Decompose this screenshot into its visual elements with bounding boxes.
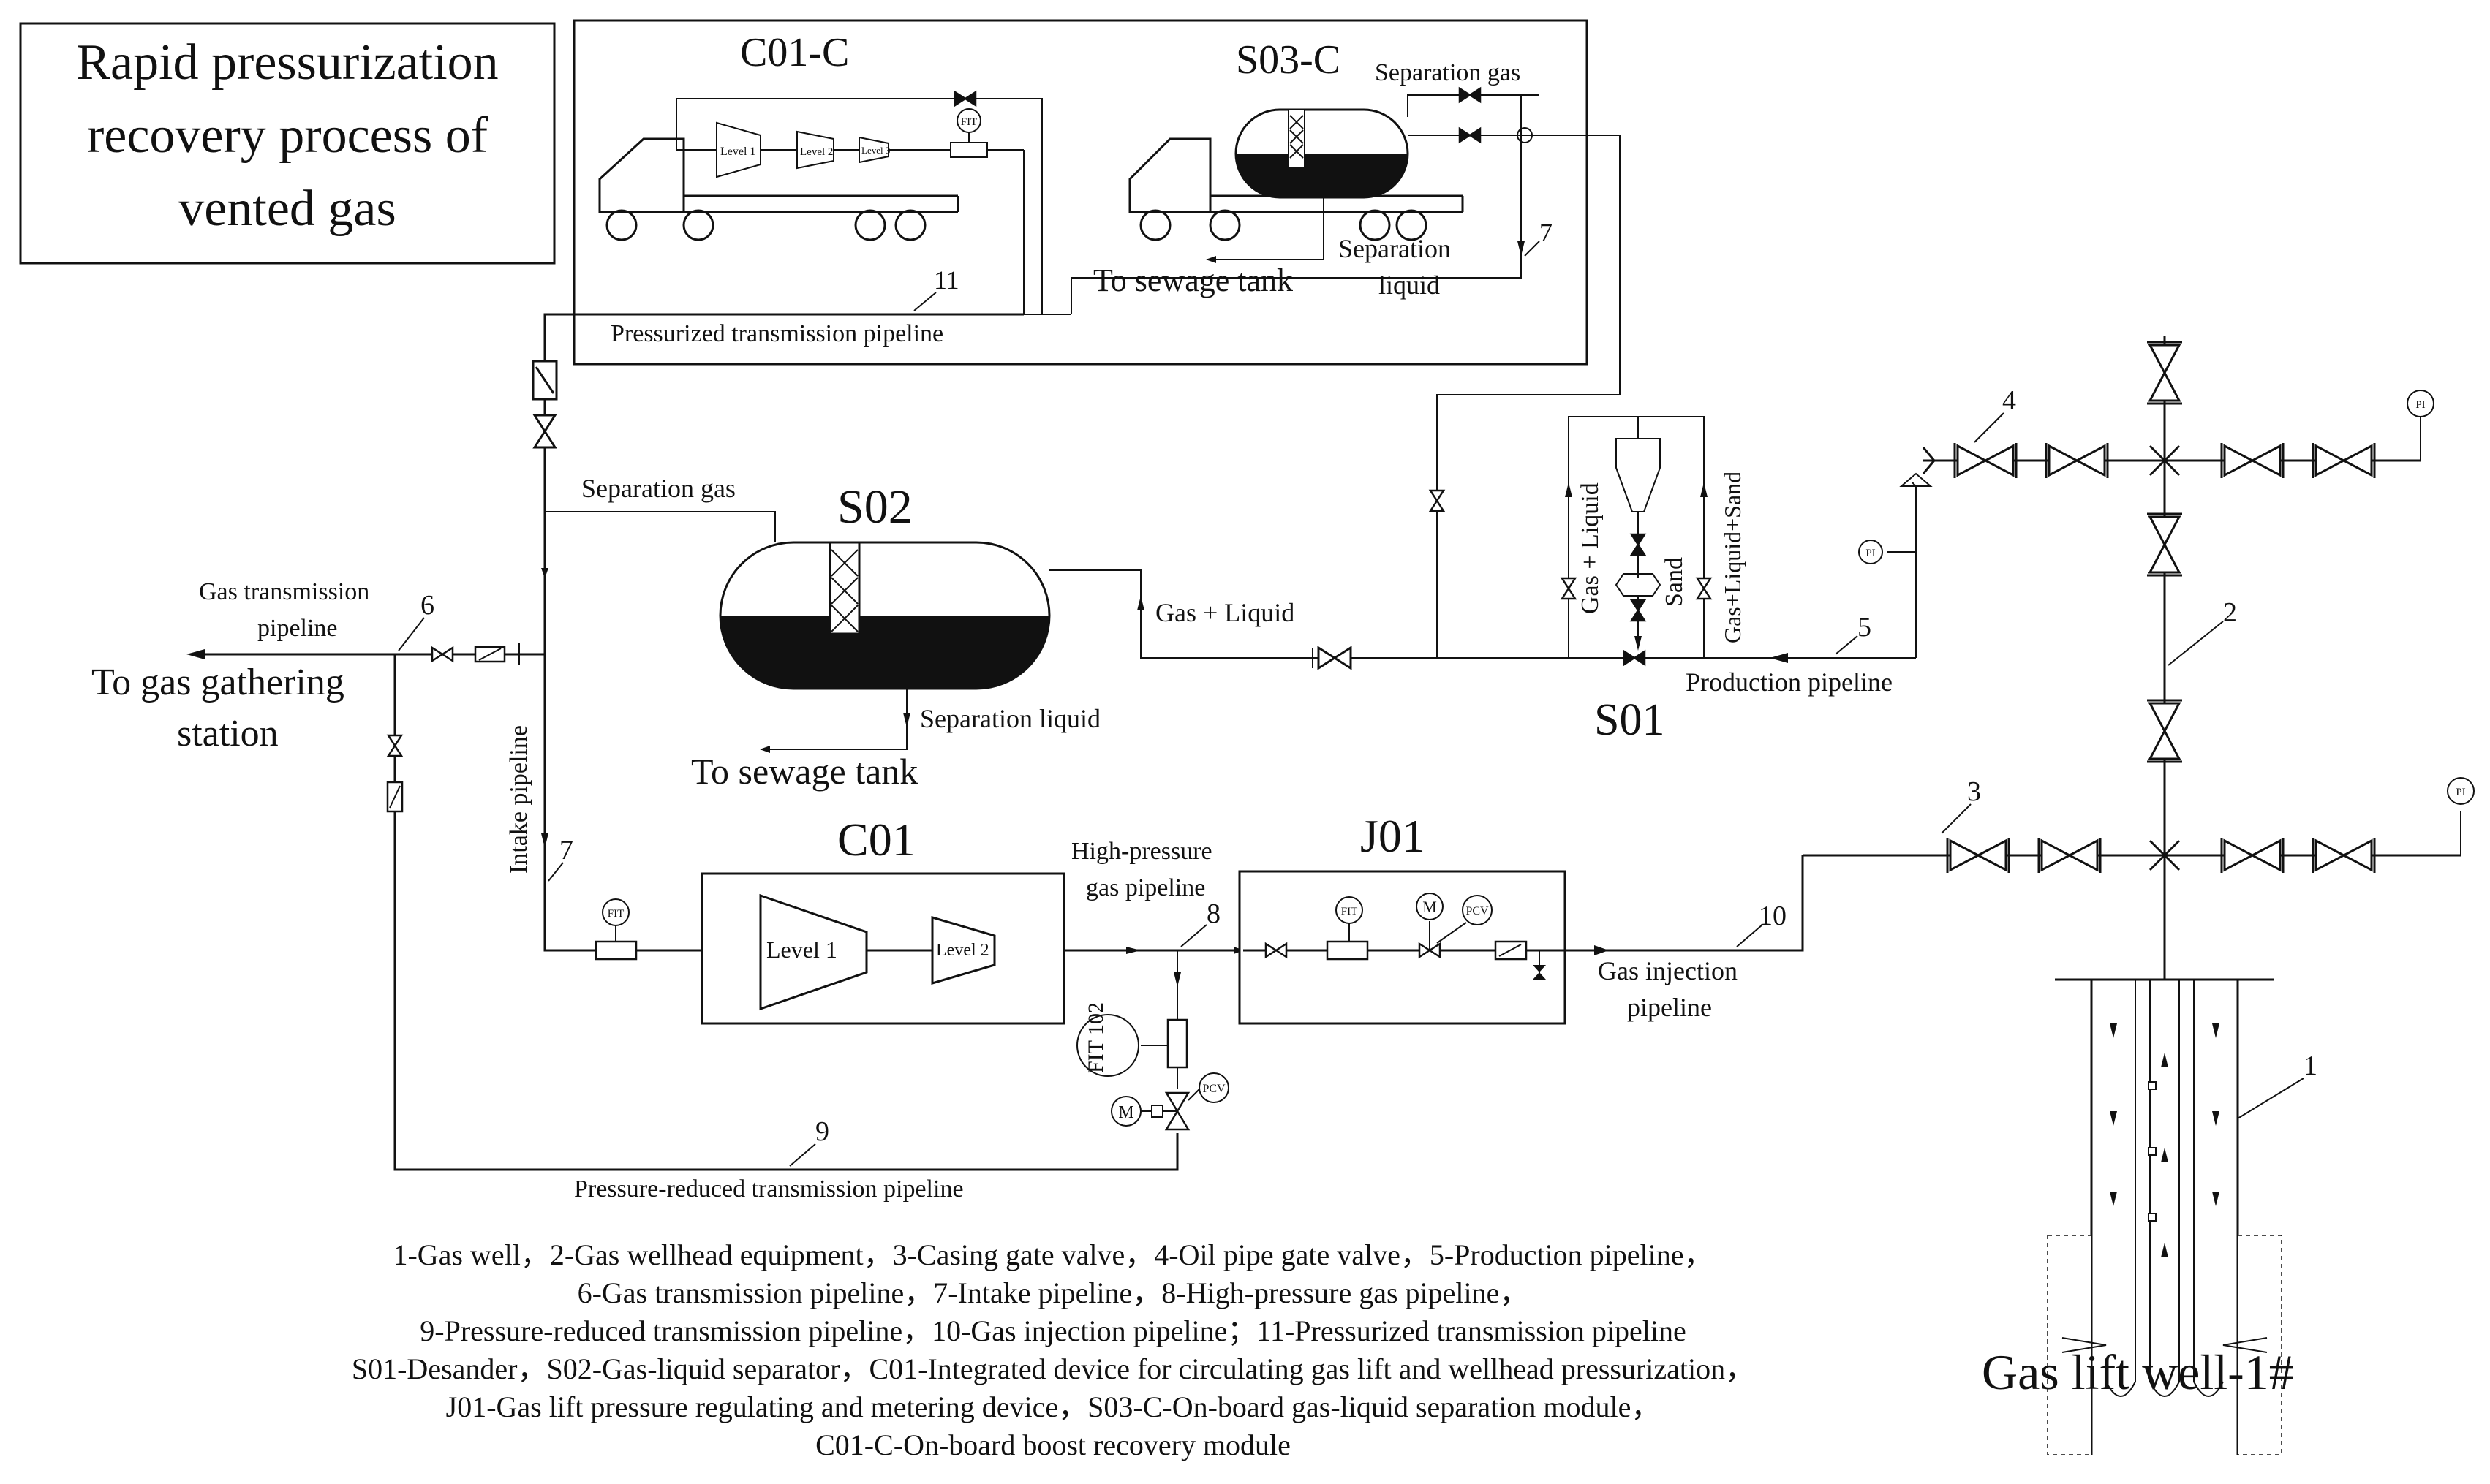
sep-liquid-top-label1: Separation — [1338, 234, 1451, 263]
pressurized-pipeline-label: Pressurized transmission pipeline — [611, 320, 943, 347]
onboard-modules-frame: C01-C Level 1 Level 2 Level 3 FIT — [573, 19, 1621, 592]
gas-lift-well-label: Gas lift well-1# — [1982, 1344, 2294, 1400]
legend-line-5: J01-Gas lift pressure regulating and met… — [446, 1390, 1661, 1423]
number-7-intake: 7 — [559, 835, 573, 866]
pcv-j01-label: PCV — [1465, 905, 1489, 917]
fit-onboard-label: FIT — [961, 116, 978, 128]
title-line-2: recovery process of — [87, 107, 488, 164]
m-j01-label: M — [1422, 898, 1437, 916]
legend-line-1: 1-Gas well，2-Gas wellhead equipment，3-Ca… — [393, 1238, 1713, 1271]
gas-injection-label2: pipeline — [1627, 993, 1712, 1022]
pi-top-label: PI — [2415, 399, 2425, 411]
sep-liquid-top-label2: liquid — [1378, 270, 1440, 300]
number-1: 1 — [2304, 1050, 2317, 1081]
production-pipeline-label: Production pipeline — [1686, 667, 1893, 697]
intake-pipeline-label: Intake pipeline — [505, 725, 532, 874]
s02-label: S02 — [837, 480, 913, 534]
onboard-compressor: Level 1 Level 2 Level 3 FIT — [676, 108, 1071, 315]
number-8: 8 — [1207, 898, 1221, 929]
to-gas-gathering-label1: To gas gathering — [91, 662, 344, 703]
fit-j01-label: FIT — [1341, 906, 1358, 917]
gas-injection-label1: Gas injection — [1598, 956, 1738, 985]
to-sewage-top-label: To sewage tank — [1093, 262, 1293, 298]
number-4: 4 — [2002, 385, 2016, 416]
small-level3-label: Level 3 — [861, 145, 890, 156]
gas-liquid-label: Gas + Liquid — [1155, 598, 1294, 627]
sep-gas-s02-label: Separation gas — [581, 474, 736, 503]
fit102-label: FIT 102 — [1084, 1002, 1108, 1073]
legend-line-6: C01-C-On-board boost recovery module — [815, 1428, 1291, 1461]
number-3: 3 — [1967, 776, 1981, 807]
truck-c01c — [598, 137, 959, 241]
high-pressure-label1: High-pressure — [1071, 838, 1212, 865]
s02-separator — [719, 541, 1051, 690]
s01-desander — [1561, 416, 1712, 666]
fit-intake-label: FIT — [608, 908, 625, 920]
title-line-3: vented gas — [178, 181, 396, 237]
to-gas-gathering-label2: station — [177, 713, 279, 754]
title-box: Rapid pressurization recovery process of… — [19, 22, 556, 265]
desander-gls-label: Gas+Liquid+Sand — [1719, 472, 1746, 643]
c01c-label: C01-C — [740, 30, 849, 75]
sep-gas-top-label: Separation gas — [1375, 59, 1520, 86]
s03c-label: S03-C — [1236, 37, 1340, 83]
legend: 1-Gas well，2-Gas wellhead equipment，3-Ca… — [352, 1238, 1754, 1461]
wellhead-equipment: PI PI — [1803, 336, 2475, 980]
level1-label: Level 1 — [766, 936, 837, 963]
s01-label: S01 — [1594, 695, 1664, 745]
pi-production-label: PI — [1865, 548, 1875, 559]
j01-label: J01 — [1360, 810, 1425, 862]
sep-liquid-s02-label: Separation liquid — [920, 704, 1101, 733]
high-pressure-label2: gas pipeline — [1086, 874, 1205, 901]
pressure-reduced-label: Pressure-reduced transmission pipeline — [574, 1176, 964, 1203]
to-sewage-s02-label: To sewage tank — [691, 751, 918, 792]
gas-well — [2047, 978, 2282, 1455]
pi-bottom-label: PI — [2456, 787, 2465, 798]
legend-line-2: 6-Gas transmission pipeline，7-Intake pip… — [578, 1276, 1529, 1309]
number-7-top: 7 — [1539, 218, 1553, 247]
j01-device: FIT M PCV — [1238, 870, 1566, 1025]
level2-label: Level 2 — [936, 941, 989, 960]
number-2: 2 — [2223, 597, 2237, 628]
number-10: 10 — [1759, 901, 1787, 931]
small-level1-label: Level 1 — [720, 145, 755, 158]
c01-label: C01 — [837, 814, 916, 866]
legend-line-3: 9-Pressure-reduced transmission pipeline… — [420, 1314, 1686, 1347]
onboard-separator — [1234, 108, 1409, 199]
number-6: 6 — [420, 590, 434, 621]
legend-line-4: S01-Desander，S02-Gas-liquid separator，C0… — [352, 1352, 1754, 1385]
desander-sand-label: Sand — [1661, 557, 1688, 607]
number-9: 9 — [815, 1116, 829, 1147]
pcv-branch-label: PCV — [1202, 1083, 1226, 1095]
number-5: 5 — [1857, 612, 1871, 643]
title-line-1: Rapid pressurization — [76, 34, 498, 91]
desander-gas-liquid-label: Gas + Liquid — [1577, 482, 1604, 614]
c01-device — [701, 872, 1065, 1025]
gas-transmission-label1: Gas transmission — [199, 578, 369, 605]
small-level2-label: Level 2 — [800, 146, 833, 158]
gas-transmission-label2: pipeline — [257, 615, 338, 642]
m-pcv-branch: M — [1118, 1103, 1133, 1122]
number-11: 11 — [934, 265, 959, 295]
